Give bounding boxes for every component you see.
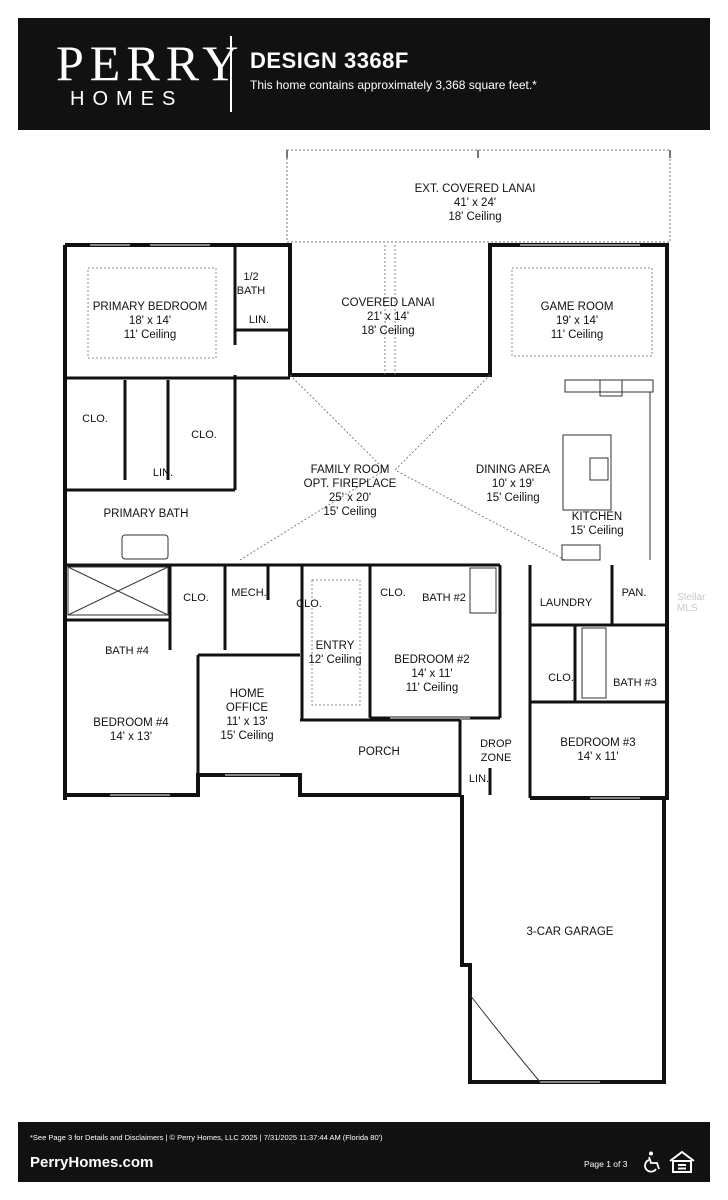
- laundry-label: LAUNDRY: [539, 597, 593, 609]
- porch-label: PORCH: [358, 746, 400, 758]
- bath-fixtures: [67, 534, 607, 699]
- linen-drop-label: LIN.: [468, 773, 490, 785]
- garage-label: 3-CAR GARAGE: [526, 926, 614, 938]
- garage-door-swing: [469, 994, 541, 1083]
- primary-bath-label: PRIMARY BATH: [103, 508, 189, 520]
- footer-icons: [642, 1150, 702, 1179]
- website-link[interactable]: PerryHomes.com: [30, 1154, 154, 1171]
- brand-logo-homes: HOMES: [70, 88, 184, 110]
- mechanical-label: MECH.: [231, 587, 267, 599]
- closet-primary-right-label: CLO.: [191, 429, 217, 441]
- equal-housing-icon: [669, 1150, 695, 1173]
- lanai-posts: [286, 150, 671, 158]
- closet-bedroom2-label: CLO.: [380, 587, 406, 599]
- windows: [90, 244, 640, 1083]
- page-indicator: Page 1 of 3: [584, 1159, 628, 1169]
- bath3-label: BATH #3: [613, 677, 657, 689]
- watermark: Stellar MLS: [677, 592, 706, 614]
- closet-entry-label: CLO.: [296, 598, 322, 610]
- bath4-label: BATH #4: [105, 645, 149, 657]
- header-banner: PERRY HOMES DESIGN 3368F This home conta…: [18, 18, 710, 130]
- ceiling-outlines: [87, 245, 653, 706]
- bath2-label: BATH #2: [422, 592, 466, 604]
- linen-primary-label: LIN.: [152, 467, 174, 479]
- linen-top-label: LIN.: [248, 314, 270, 326]
- accessibility-icon: [644, 1151, 660, 1173]
- ext-lanai-outline: [286, 149, 671, 243]
- header-divider: [230, 36, 232, 112]
- kitchen-fixtures: [561, 379, 654, 561]
- closet-bedroom3-label: CLO.: [548, 672, 574, 684]
- closet-primary-left-label: CLO.: [82, 413, 108, 425]
- brand-logo-perry: PERRY: [56, 35, 245, 91]
- closet-mid-label: CLO.: [183, 592, 209, 604]
- pantry-label: PAN.: [621, 587, 647, 599]
- design-subtitle: This home contains approximately 3,368 s…: [250, 78, 537, 92]
- design-title: DESIGN 3368F: [250, 48, 409, 73]
- floor-plan-drawing: [63, 149, 671, 1084]
- exterior-walls: [63, 243, 669, 1084]
- footer-disclaimer: *See Page 3 for Details and Disclaimers …: [30, 1133, 383, 1142]
- footer-banner: *See Page 3 for Details and Disclaimers …: [18, 1122, 710, 1182]
